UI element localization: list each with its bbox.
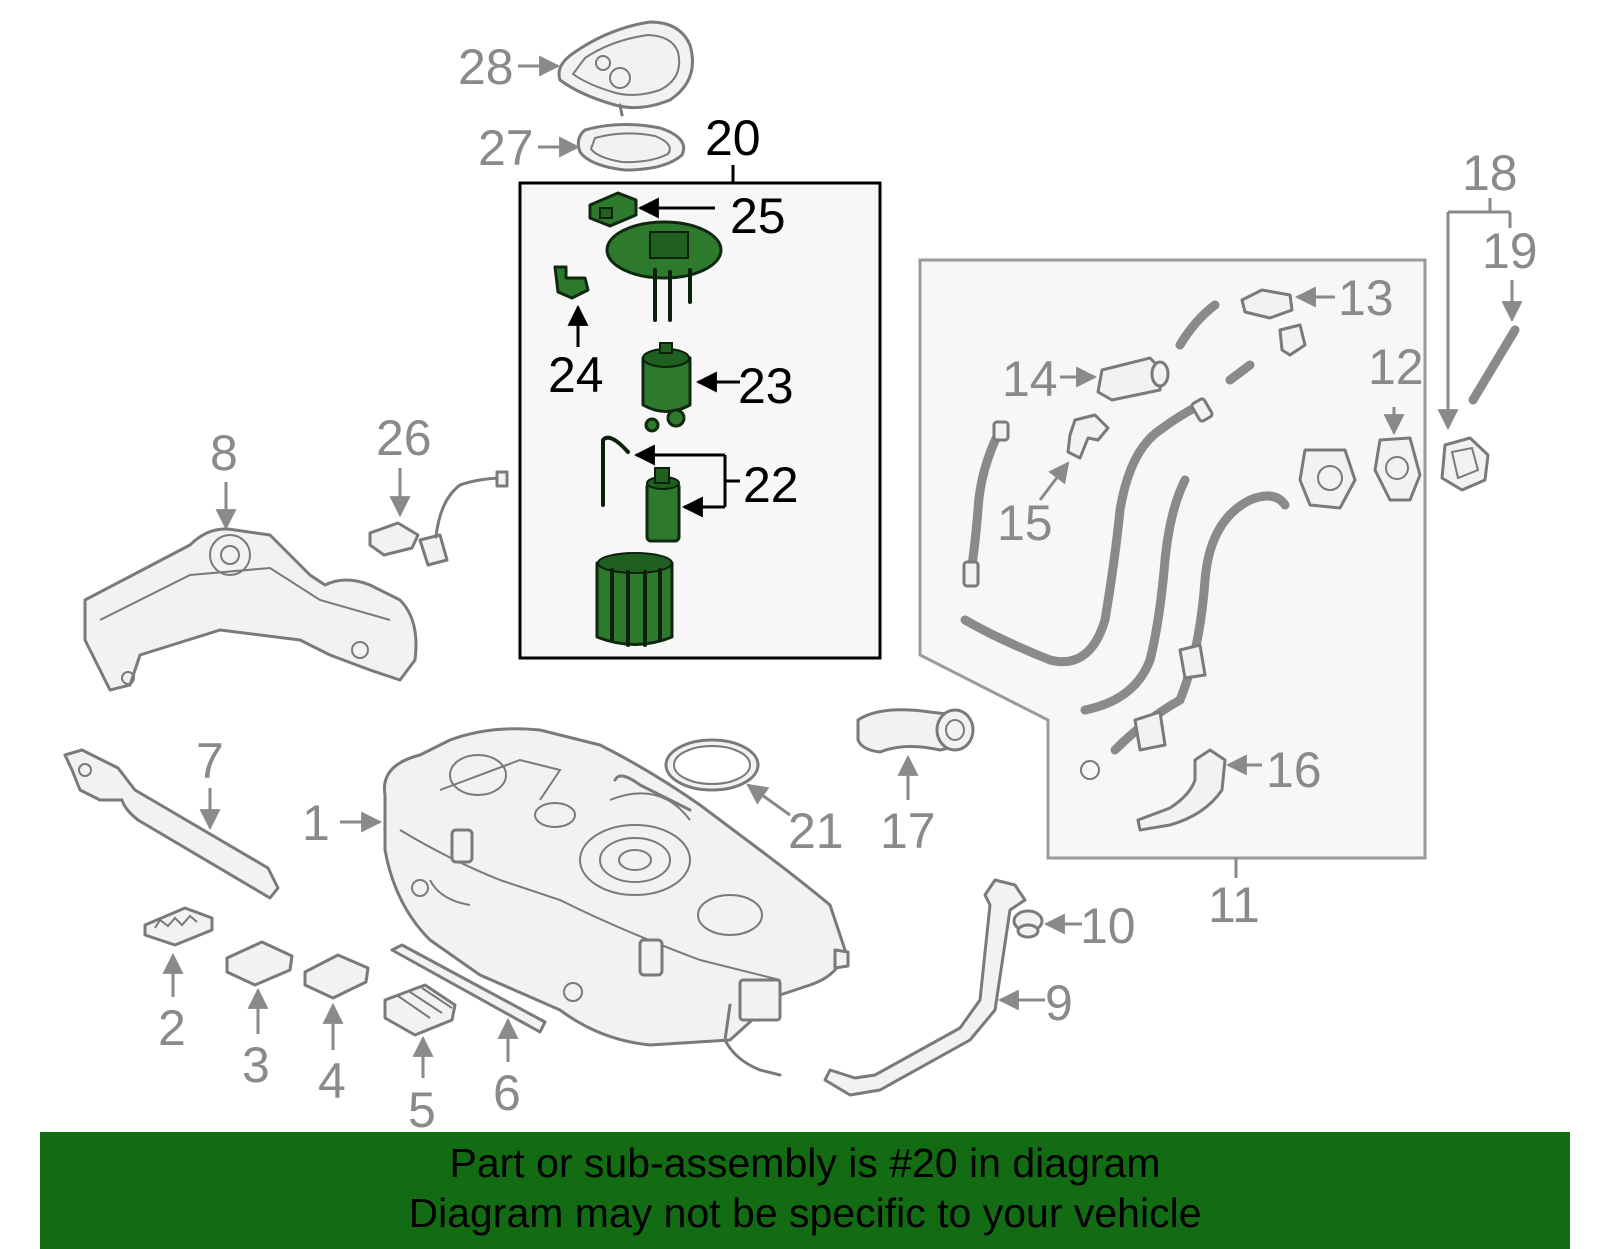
part-12-gasket[interactable] (1373, 436, 1422, 502)
part-13-valve[interactable] (1240, 288, 1294, 320)
group-11-pipes[interactable] (960, 360, 1357, 780)
part-3-pad[interactable] (225, 940, 294, 987)
part-17-hose[interactable] (856, 708, 975, 754)
part-28-cover[interactable] (557, 20, 694, 117)
label-4: 4 (318, 1053, 346, 1109)
hose-13 (1175, 300, 1220, 350)
label-7: 7 (196, 733, 224, 789)
part-25-connector[interactable] (588, 191, 638, 228)
label-25: 25 (730, 188, 786, 244)
label-24: 24 (548, 347, 604, 403)
fuel-strainer[interactable] (595, 552, 674, 647)
label-2: 2 (158, 1000, 186, 1056)
label-20: 20 (705, 110, 761, 166)
part-21-o-ring[interactable] (664, 738, 760, 792)
part-7-strap[interactable] (63, 748, 280, 900)
part-23-pump-module[interactable] (641, 342, 692, 433)
label-14: 14 (1002, 351, 1058, 407)
label-3: 3 (242, 1037, 270, 1093)
label-22: 22 (743, 457, 799, 513)
label-26: 26 (376, 410, 432, 466)
notice-line-2: Diagram may not be specific to your vehi… (408, 1190, 1202, 1236)
part-10-grommet[interactable] (1012, 909, 1044, 939)
label-19: 19 (1482, 223, 1538, 279)
label-12: 12 (1368, 339, 1424, 395)
part-5-pad[interactable] (383, 983, 457, 1037)
part-18-fuel-cap[interactable] (1440, 436, 1490, 492)
label-10: 10 (1080, 898, 1136, 954)
part-24-clip[interactable] (553, 265, 590, 300)
label-6: 6 (493, 1065, 521, 1121)
bracket-13 (1278, 323, 1307, 357)
part-14-canister-valve[interactable] (1096, 356, 1170, 402)
pump-flange[interactable] (605, 220, 723, 322)
part-2-pad[interactable] (143, 906, 214, 947)
group-11-box[interactable] (918, 258, 1427, 860)
label-8: 8 (210, 425, 238, 481)
part-6-strip[interactable] (390, 943, 547, 1034)
part-4-pad[interactable] (303, 953, 370, 1000)
label-17: 17 (880, 803, 936, 859)
label-9: 9 (1045, 975, 1073, 1031)
part-1-fuel-tank[interactable] (382, 727, 850, 1077)
arrow-21 (746, 783, 791, 817)
part-27-ring[interactable] (576, 122, 686, 172)
label-27: 27 (478, 120, 534, 176)
label-28: 28 (458, 39, 514, 95)
label-16: 16 (1266, 742, 1322, 798)
notice-banner: Part or sub-assembly is #20 in diagram D… (40, 1132, 1570, 1249)
part-9-strap[interactable] (823, 878, 1027, 1097)
label-23: 23 (738, 358, 794, 414)
label-11: 11 (1208, 877, 1260, 933)
part-15-sensor[interactable] (1066, 413, 1110, 460)
label-5: 5 (408, 1082, 436, 1138)
label-21: 21 (788, 803, 844, 859)
part-26-sensor[interactable] (368, 470, 509, 567)
arrow-15 (1038, 461, 1070, 501)
label-13: 13 (1338, 270, 1394, 326)
label-18: 18 (1462, 145, 1518, 201)
part-16-bracket[interactable] (1136, 748, 1227, 832)
notice-line-1: Part or sub-assembly is #20 in diagram (449, 1140, 1161, 1186)
part-19-tether[interactable] (1468, 325, 1520, 405)
label-1: 1 (302, 795, 330, 851)
part-22-pump-filter[interactable] (601, 435, 681, 543)
label-15: 15 (997, 495, 1053, 551)
part-8-heat-shield[interactable] (83, 527, 418, 692)
